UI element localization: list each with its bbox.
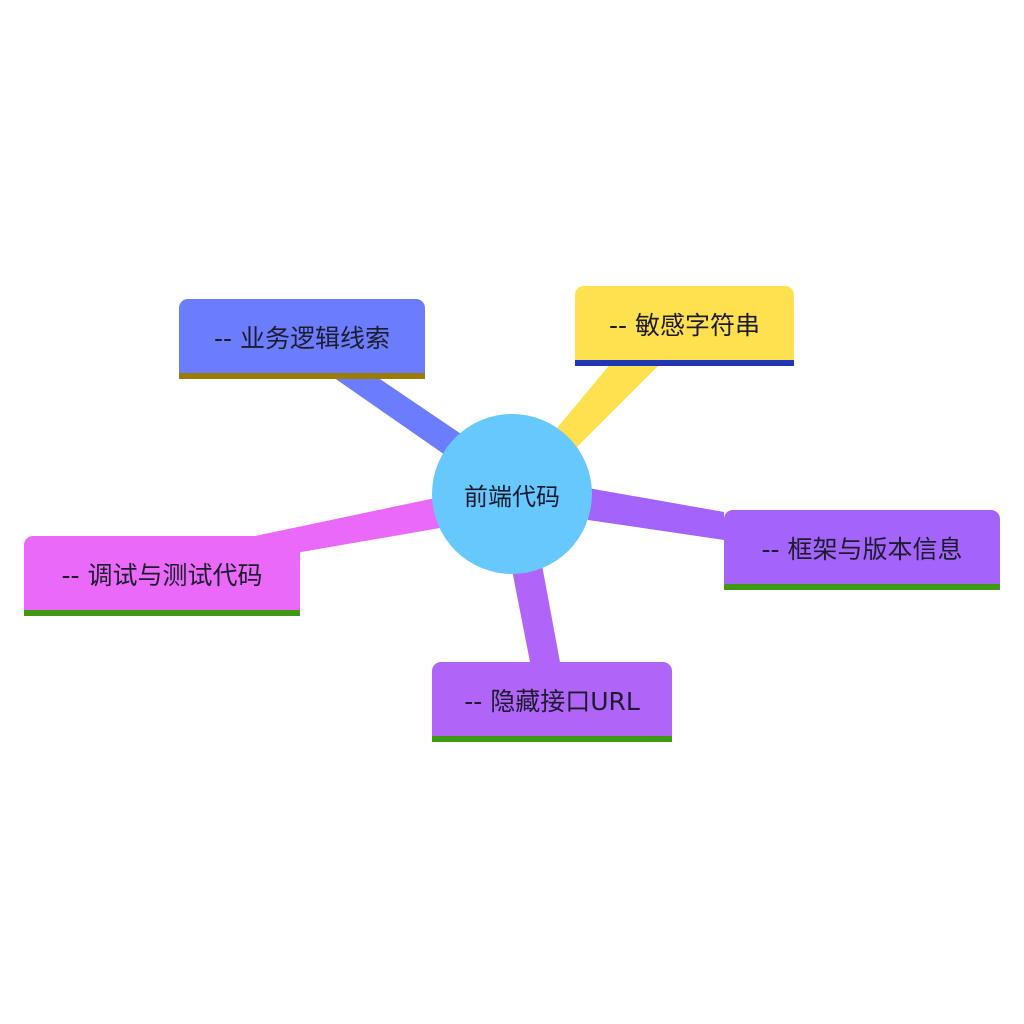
branch-node-sensitive-strings[interactable]: -- 敏感字符串 [575, 286, 794, 366]
root-node-label: 前端代码 [464, 482, 560, 511]
branch-node-framework-version[interactable]: -- 框架与版本信息 [724, 510, 1000, 590]
branch-label-framework-version: -- 框架与版本信息 [761, 535, 963, 564]
branch-node-debug-test-code[interactable]: -- 调试与测试代码 [24, 536, 300, 616]
branch-underline-sensitive-strings [575, 360, 794, 366]
branch-underline-hidden-api-url [432, 736, 672, 742]
connector-hidden [512, 565, 560, 662]
root-node[interactable]: 前端代码 [432, 414, 592, 574]
branch-underline-framework-version [724, 584, 1000, 590]
branch-node-business-logic[interactable]: -- 业务逻辑线索 [179, 299, 425, 379]
branch-underline-business-logic [179, 373, 425, 379]
branch-underline-debug-test-code [24, 610, 300, 616]
branch-label-hidden-api-url: -- 隐藏接口URL [464, 687, 640, 716]
connector-debug [255, 497, 440, 560]
connector-business [330, 375, 470, 457]
branch-label-sensitive-strings: -- 敏感字符串 [609, 311, 760, 340]
branch-label-business-logic: -- 业务逻辑线索 [214, 324, 390, 353]
branch-node-hidden-api-url[interactable]: -- 隐藏接口URL [432, 662, 672, 742]
branch-label-debug-test-code: -- 调试与测试代码 [61, 561, 263, 590]
connector-framework [588, 488, 724, 540]
connector-sensitive [552, 362, 662, 452]
